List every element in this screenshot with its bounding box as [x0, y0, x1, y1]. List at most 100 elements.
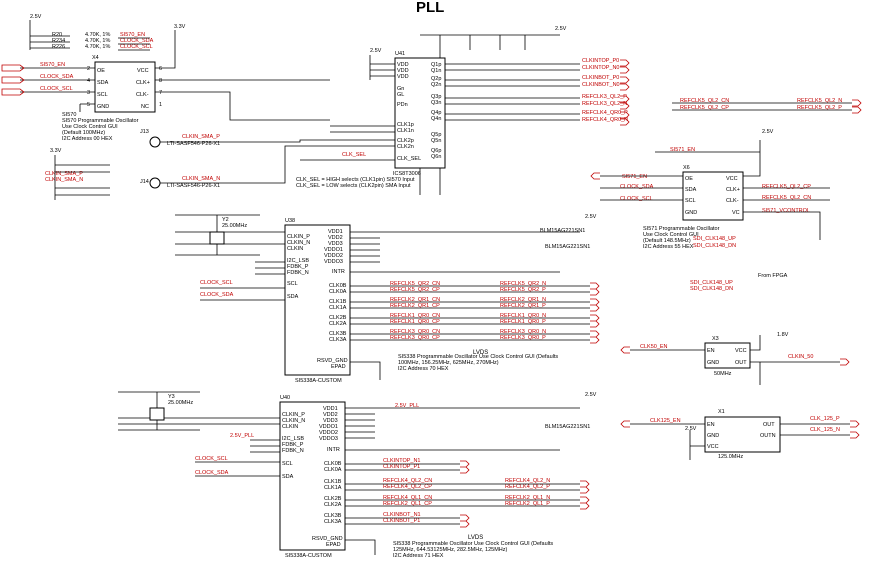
u41-pin: PDn: [397, 102, 408, 108]
u38-pin: VDDO1: [324, 247, 343, 253]
x4-pinno: 7: [159, 90, 162, 96]
u41-pin: Gn: [397, 86, 404, 92]
j14-connector: [149, 177, 161, 189]
u38-out: REFCLK3_QR0_P: [500, 335, 546, 341]
sma-bias-wires: [54, 155, 110, 200]
net-si571-en: SI571_EN: [622, 174, 647, 180]
u38-pin: CLK1B: [329, 299, 347, 305]
x6-ref: X6: [683, 165, 690, 171]
u38-pin: CLKIN_N: [287, 240, 310, 246]
port-si570-en: SI570_EN: [40, 62, 65, 68]
x4-pinno: 1: [159, 102, 162, 108]
u38-ferrite-label: BLM15AG221SN1: [545, 244, 590, 250]
net-refclk3-ql2-p: REFCLK3_QL2_P: [582, 94, 627, 100]
pullup-ref: R20: [52, 32, 62, 38]
u41-pin: Q6p: [431, 148, 441, 154]
u41-output-arrows: [620, 59, 630, 126]
u38-out: REFCLK1_QR0_P: [500, 319, 546, 325]
x3-freq: 50MHz: [714, 371, 732, 377]
x3-ref: X3: [712, 336, 719, 342]
u38-net: REFCLK5_QR2_CP: [390, 287, 440, 293]
u40-rail-left: 2.5V_PLL: [230, 433, 254, 439]
rail-label: 2.5V: [685, 426, 697, 432]
u40-desc: 125MHz, 644.53125MHz, 282.5MHz, 125MHz): [393, 547, 507, 553]
x1-wires: [630, 423, 850, 460]
x1-freq: 125.0MHz: [718, 454, 743, 460]
x6-pin: GND: [685, 210, 697, 216]
u41-pin: Q6n: [431, 154, 441, 160]
u40-pin: CLK3A: [324, 519, 342, 525]
u40-pin: I2C_LSB: [282, 436, 304, 442]
u38-wires: [175, 231, 590, 380]
u38-net: REFCLK3_QR0_CN: [390, 329, 440, 335]
net-clk50-en: CLK50_EN: [640, 344, 668, 350]
x6-desc: I2C Address 55 HEX: [643, 244, 694, 250]
net-clk-125-p: CLK_125_P: [810, 416, 840, 422]
sma-connectors: J13 J14 LTI-SASF546-P26-X1 LTI-SASF546-P…: [45, 129, 330, 200]
x4-pinno: 6: [159, 66, 162, 72]
u40-desc: SI5338 Programmable Oscillator Use Clock…: [393, 541, 553, 547]
y2-freq: 25.00MHz: [222, 223, 247, 229]
u40-pin: VDD2: [323, 412, 338, 418]
u41-pin: Q4n: [431, 116, 441, 122]
x3-pin: GND: [707, 360, 719, 366]
x4-pinno: 4: [87, 78, 90, 84]
x3-arrows: [620, 346, 850, 366]
x6-pin: VCC: [726, 176, 738, 182]
x4-pinno: 5: [87, 102, 90, 108]
u40-pin: VDD3: [323, 418, 338, 424]
u38-pin: VDDO2: [324, 253, 343, 259]
net-refclk4-qr0-p: REFCLK4_QR0_P: [582, 110, 628, 116]
u38-clock-gen: U38 CLKIN_P CLKIN_N CLKIN I2C_LSB FDBK_P…: [200, 218, 558, 384]
u40-sda-net: CLOCK_SDA: [195, 470, 229, 476]
j13-ref: J13: [140, 129, 149, 135]
x3-pin: VCC: [735, 348, 747, 354]
u41-pin: CLK2n: [397, 144, 414, 150]
u38-net: REFCLK1_QR0_CP: [390, 319, 440, 325]
u41-buffer: U41 VDD VDD VDD Gn GL PDn CLK1p CLK1n CL…: [393, 51, 446, 177]
u38-body: [284, 224, 351, 376]
u38-sda-net: CLOCK_SDA: [200, 292, 234, 298]
u38-pin: CLK0B: [329, 283, 347, 289]
x6-arrow: [590, 172, 600, 180]
u38-pin: RSVD_GND: [317, 358, 348, 364]
net-clkintop-p0: CLKINTOP_P0: [582, 58, 619, 64]
u40-pin: CLKIN: [282, 424, 298, 430]
u41-ref: U41: [395, 51, 405, 57]
y3-freq: 25.00MHz: [168, 400, 193, 406]
net-top-cn: REFCLK5_QL2_CN: [680, 98, 729, 104]
rail-label: 2.5V: [555, 26, 567, 32]
u41-pin: CLK1p: [397, 122, 414, 128]
u41-pin: VDD: [397, 62, 409, 68]
u38-pin: EPAD: [331, 364, 346, 370]
rail-label: 3.3V: [50, 148, 62, 154]
net-refclk5-ql2-cp: REFCLK5_QL2_CP: [762, 184, 811, 190]
u38-pin: CLK0A: [329, 289, 347, 295]
x4-oscillator: X4 OE SDA SCL GND VCC CLK+ CLK- NC 2 4 3…: [62, 55, 162, 142]
pullup-value: 4.70K, 1%: [85, 38, 110, 44]
clk-sel-note: CLK_SEL = HIGH selects (CLK1pin) SI570 I…: [296, 177, 415, 183]
u41-pin: CLK1n: [397, 128, 414, 134]
pullup-net: CLOCK_SCL: [120, 44, 153, 50]
u40-scl-net: CLOCK_SCL: [195, 456, 228, 462]
u38-desc: SI5338 Programmable Oscillator Use Clock…: [398, 354, 558, 360]
u41-pin: Q5n: [431, 138, 441, 144]
net-sma-n-left: CLKIN_SMA_N: [45, 177, 83, 183]
u40-pin: VDD1: [323, 406, 338, 412]
x1-ref: X1: [718, 409, 725, 415]
rail-label: 2.5V: [585, 214, 597, 220]
port-clock-sda: CLOCK_SDA: [40, 74, 74, 80]
u38-pin: VDD3: [328, 241, 343, 247]
x3-wires: [630, 335, 840, 385]
u38-net: REFCLK5_QR2_CN: [390, 281, 440, 287]
u40-net: CLKINBOT_P1: [383, 518, 420, 524]
x4-pin-vcc: VCC: [137, 68, 149, 74]
u38-desc: I2C Address 70 HEX: [398, 366, 449, 372]
net-sma-p-left: CLKIN_SMA_P: [45, 171, 83, 177]
u41-pin: Q2n: [431, 82, 441, 88]
u41-pin: GL: [397, 92, 404, 98]
x4-desc: (Default 100MHz): [62, 130, 105, 136]
rail-label: 2.5V: [30, 14, 42, 20]
u40-net: REFCLK2_QL1_CP: [383, 501, 432, 507]
